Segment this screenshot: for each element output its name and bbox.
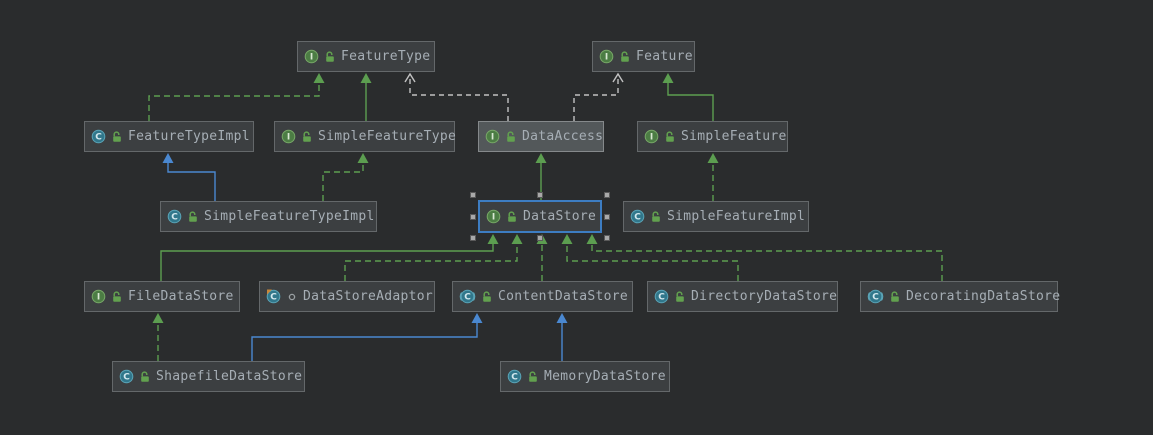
svg-text:C: C bbox=[634, 213, 641, 223]
class-node-data-access[interactable]: I DataAccess bbox=[478, 121, 604, 152]
class-name-label: Feature bbox=[636, 49, 693, 64]
class-node-file-data-store[interactable]: I FileDataStore bbox=[84, 281, 240, 312]
class-node-feature-type-impl[interactable]: C FeatureTypeImpl bbox=[84, 121, 254, 152]
class-node-feature[interactable]: I Feature bbox=[592, 41, 695, 72]
svg-text:C: C bbox=[270, 293, 277, 303]
interface-icon: I bbox=[304, 49, 319, 64]
interface-icon: I bbox=[281, 129, 296, 144]
class-name-label: ShapefileDataStore bbox=[156, 369, 303, 384]
public-lock-icon bbox=[664, 130, 676, 143]
public-lock-icon bbox=[111, 290, 123, 303]
interface-icon: I bbox=[599, 49, 614, 64]
svg-text:C: C bbox=[872, 293, 879, 303]
class-node-directory-data-store[interactable]: C DirectoryDataStore bbox=[647, 281, 838, 312]
svg-text:I: I bbox=[650, 133, 653, 143]
svg-text:I: I bbox=[310, 53, 313, 63]
class-name-label: SimpleFeatureTypeImpl bbox=[204, 209, 375, 224]
public-lock-icon bbox=[650, 210, 662, 223]
class-name-label: SimpleFeatureType bbox=[318, 129, 457, 144]
class-name-label: SimpleFeature bbox=[681, 129, 787, 144]
public-lock-icon bbox=[505, 130, 517, 143]
class-node-data-store[interactable]: I DataStore bbox=[479, 201, 601, 232]
class-name-label: ContentDataStore bbox=[498, 289, 629, 304]
selection-handle[interactable] bbox=[470, 235, 476, 241]
class-icon: C bbox=[119, 369, 134, 384]
svg-text:C: C bbox=[658, 293, 665, 303]
class-name-label: SimpleFeatureImpl bbox=[667, 209, 806, 224]
package-private-icon bbox=[286, 290, 298, 303]
class-name-label: DataStore bbox=[523, 209, 597, 224]
selection-handle[interactable] bbox=[604, 192, 610, 198]
selection-handle[interactable] bbox=[470, 192, 476, 198]
class-node-data-store-adaptor[interactable]: C DataStoreAdaptor bbox=[259, 281, 435, 312]
selection-handle[interactable] bbox=[604, 213, 610, 220]
selection-handle[interactable] bbox=[537, 235, 543, 241]
svg-text:C: C bbox=[95, 133, 102, 143]
abstract-class-icon: C bbox=[867, 289, 884, 304]
public-lock-icon bbox=[187, 210, 199, 223]
interface-icon: I bbox=[91, 289, 106, 304]
class-icon: C bbox=[167, 209, 182, 224]
class-node-content-data-store[interactable]: C ContentDataStore bbox=[452, 281, 633, 312]
public-lock-icon bbox=[324, 50, 336, 63]
selection-handle[interactable] bbox=[537, 192, 543, 198]
svg-text:C: C bbox=[511, 373, 518, 383]
selection-handle[interactable] bbox=[604, 235, 610, 241]
class-icon: C bbox=[507, 369, 522, 384]
public-lock-icon bbox=[301, 130, 313, 143]
svg-text:I: I bbox=[605, 53, 608, 63]
public-lock-icon bbox=[527, 370, 539, 383]
class-node-simple-feature-type-impl[interactable]: C SimpleFeatureTypeImpl bbox=[160, 201, 377, 232]
public-lock-icon bbox=[619, 50, 631, 63]
interface-icon: I bbox=[485, 129, 500, 144]
public-lock-icon bbox=[111, 130, 123, 143]
interface-icon: I bbox=[644, 129, 659, 144]
class-node-memory-data-store[interactable]: C MemoryDataStore bbox=[500, 361, 670, 392]
svg-text:I: I bbox=[97, 293, 100, 303]
class-name-label: DirectoryDataStore bbox=[691, 289, 838, 304]
class-icon: C bbox=[91, 129, 106, 144]
class-node-simple-feature[interactable]: I SimpleFeature bbox=[637, 121, 788, 152]
class-icon: C bbox=[654, 289, 669, 304]
class-node-shapefile-data-store[interactable]: C ShapefileDataStore bbox=[112, 361, 305, 392]
class-node-decorating-data-store[interactable]: C DecoratingDataStore bbox=[860, 281, 1061, 312]
class-name-label: DataAccess bbox=[522, 129, 604, 144]
class-icon: C bbox=[630, 209, 645, 224]
svg-text:I: I bbox=[287, 133, 290, 143]
class-name-label: FeatureType bbox=[341, 49, 431, 64]
public-lock-icon bbox=[481, 290, 493, 303]
class-node-simple-feature-impl[interactable]: C SimpleFeatureImpl bbox=[623, 201, 809, 232]
svg-text:C: C bbox=[464, 293, 471, 303]
selection-handle[interactable] bbox=[470, 213, 476, 220]
class-node-simple-feature-type[interactable]: I SimpleFeatureType bbox=[274, 121, 457, 152]
class-name-label: DecoratingDataStore bbox=[906, 289, 1061, 304]
class-node-feature-type[interactable]: I FeatureType bbox=[297, 41, 435, 72]
svg-text:I: I bbox=[492, 213, 495, 223]
public-lock-icon bbox=[139, 370, 151, 383]
public-lock-icon bbox=[674, 290, 686, 303]
public-lock-icon bbox=[506, 210, 518, 223]
svg-text:C: C bbox=[123, 373, 130, 383]
class-name-label: FeatureTypeImpl bbox=[128, 129, 250, 144]
class-icon-flagged: C bbox=[266, 289, 281, 304]
abstract-class-icon: C bbox=[459, 289, 476, 304]
svg-text:I: I bbox=[491, 133, 494, 143]
class-name-label: DataStoreAdaptor bbox=[303, 289, 434, 304]
public-lock-icon bbox=[889, 290, 901, 303]
interface-icon: I bbox=[486, 209, 501, 224]
svg-text:C: C bbox=[171, 213, 178, 223]
class-name-label: MemoryDataStore bbox=[544, 369, 666, 384]
class-name-label: FileDataStore bbox=[128, 289, 234, 304]
